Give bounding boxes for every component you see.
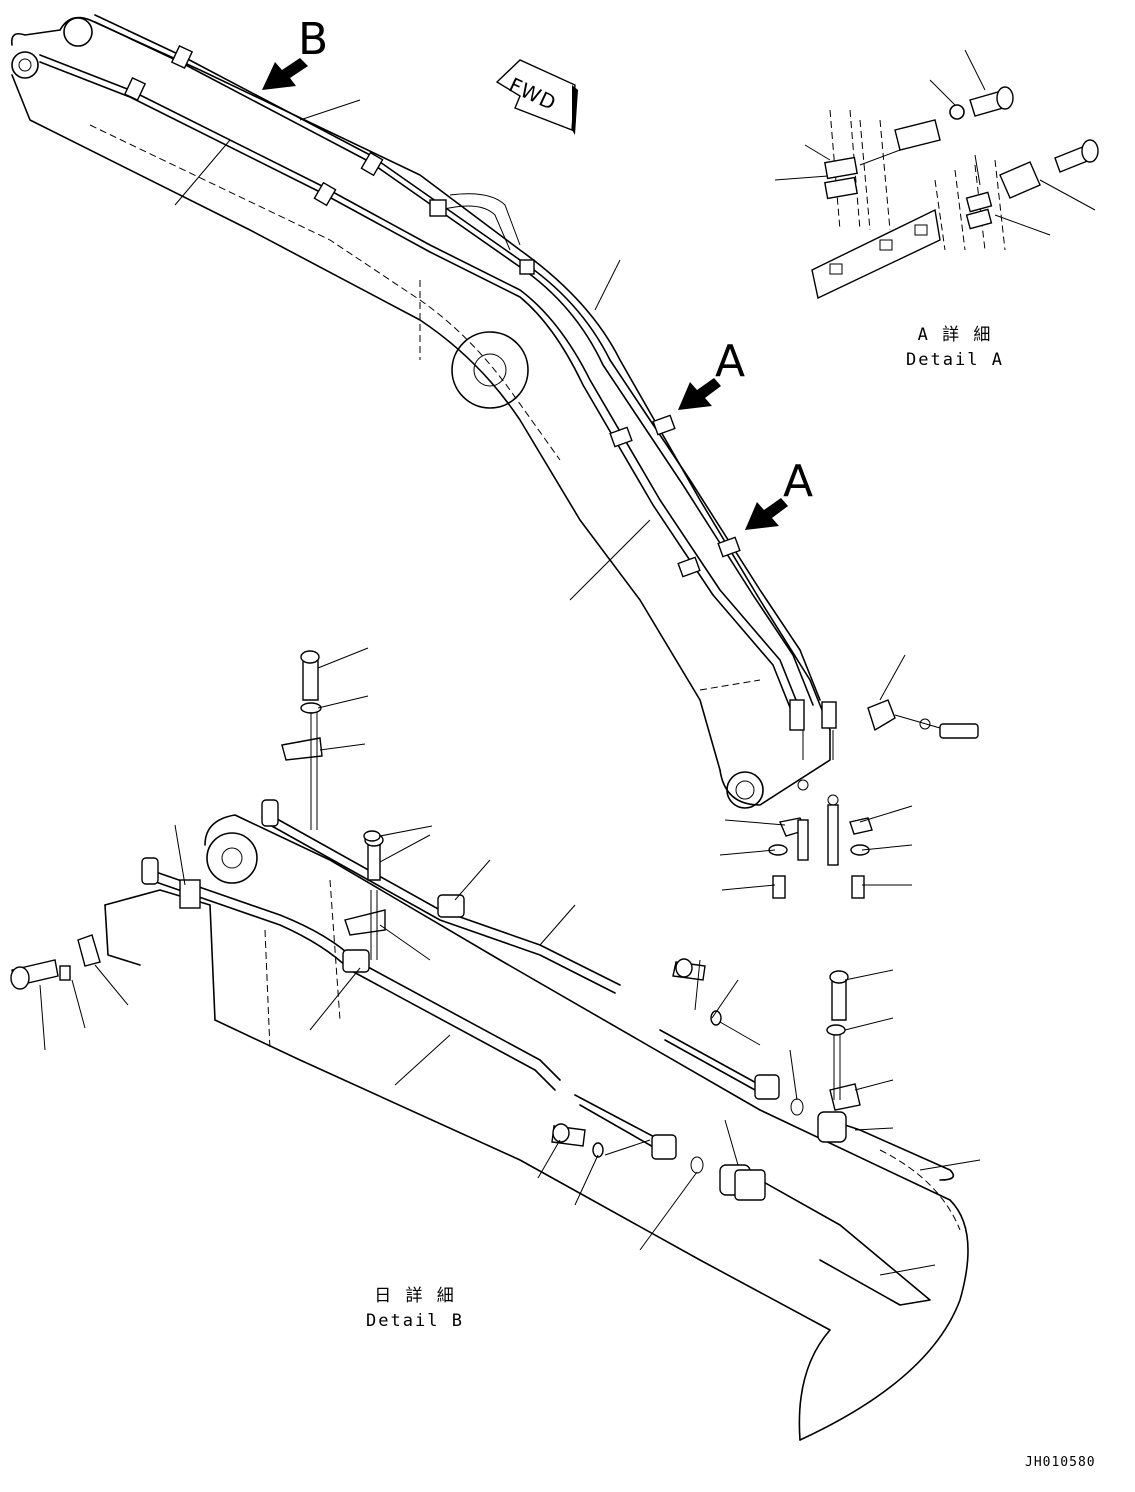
boom-hidden-line [89, 124, 561, 461]
detail-b-drawing [10, 647, 981, 1441]
boom-outline-bottom [11, 74, 721, 771]
view-label-a-upper: A [715, 336, 746, 387]
arm-outline-top [204, 814, 969, 1441]
fwd-direction-block [495, 59, 578, 135]
pipe-upper [269, 814, 621, 986]
boom-tip-boss [726, 771, 764, 809]
hydraulic-line-2 [39, 54, 801, 711]
view-arrow-b [262, 58, 308, 90]
drawing-number: JH010580 [1025, 1455, 1096, 1470]
boom-foot-end [10, 29, 61, 46]
boom-tip-end [719, 729, 831, 806]
boom-center-boss [451, 331, 529, 409]
view-label-a-lower: A [783, 456, 814, 507]
hydraulic-line-1 [94, 14, 821, 701]
detail-a-caption-en: Detail A [906, 350, 1004, 370]
boom-assembly [10, 14, 979, 899]
detail-b-caption-jp: 日 詳 細 [374, 1286, 456, 1306]
view-label-b: B [298, 14, 329, 65]
detail-a-drawing [774, 49, 1099, 300]
view-arrow-a-lower [745, 498, 788, 530]
detail-a-caption-jp: A 詳 細 [917, 325, 993, 345]
detail-a-washer [949, 104, 965, 120]
detail-b-caption-en: Detail B [366, 1311, 464, 1331]
view-arrow-a-upper [678, 378, 721, 410]
arm-boss [206, 832, 258, 884]
